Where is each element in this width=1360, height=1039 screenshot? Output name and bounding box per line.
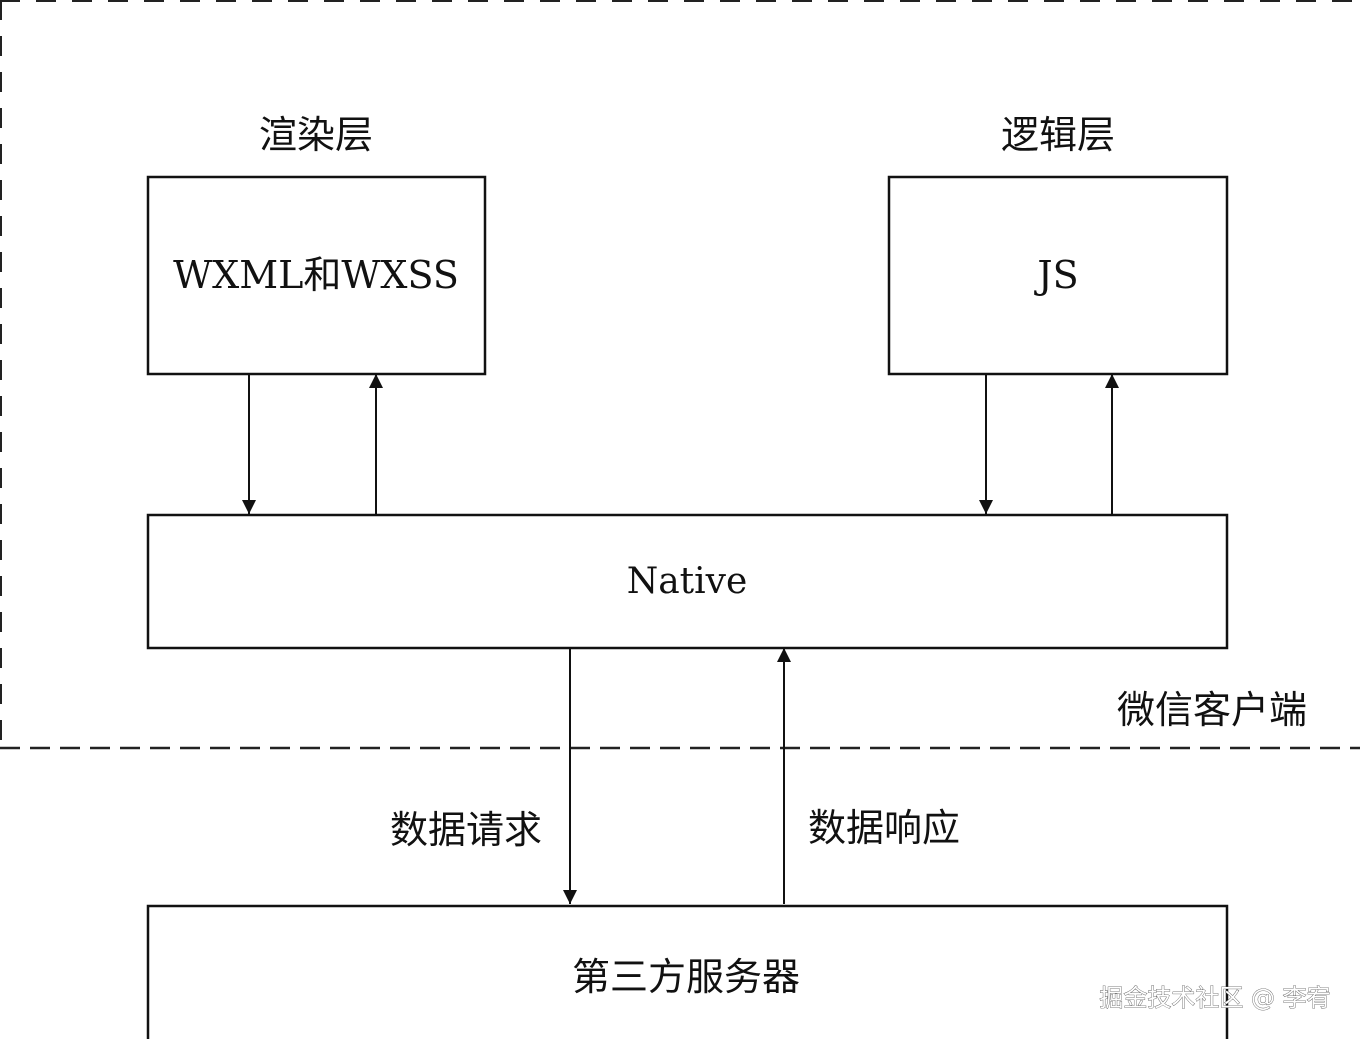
render-layer-box xyxy=(146,175,487,376)
response-label: 数据响应 xyxy=(808,806,960,850)
render-layer-title: 渲染层 xyxy=(259,113,373,157)
logic-layer-content: JS xyxy=(1033,253,1078,297)
watermark: 掘金技术社区 @ 李宥 xyxy=(1099,984,1330,1012)
native-box xyxy=(146,513,1229,650)
server-label: 第三方服务器 xyxy=(572,955,800,999)
server-box xyxy=(146,904,1229,1039)
logic-layer-title: 逻辑层 xyxy=(1001,113,1115,157)
render-layer-content: WXML和WXSS xyxy=(173,253,459,297)
native-label: Native xyxy=(627,561,748,602)
client-label: 微信客户端 xyxy=(1117,688,1307,732)
request-label: 数据请求 xyxy=(390,808,542,852)
logic-layer-box xyxy=(887,175,1229,376)
